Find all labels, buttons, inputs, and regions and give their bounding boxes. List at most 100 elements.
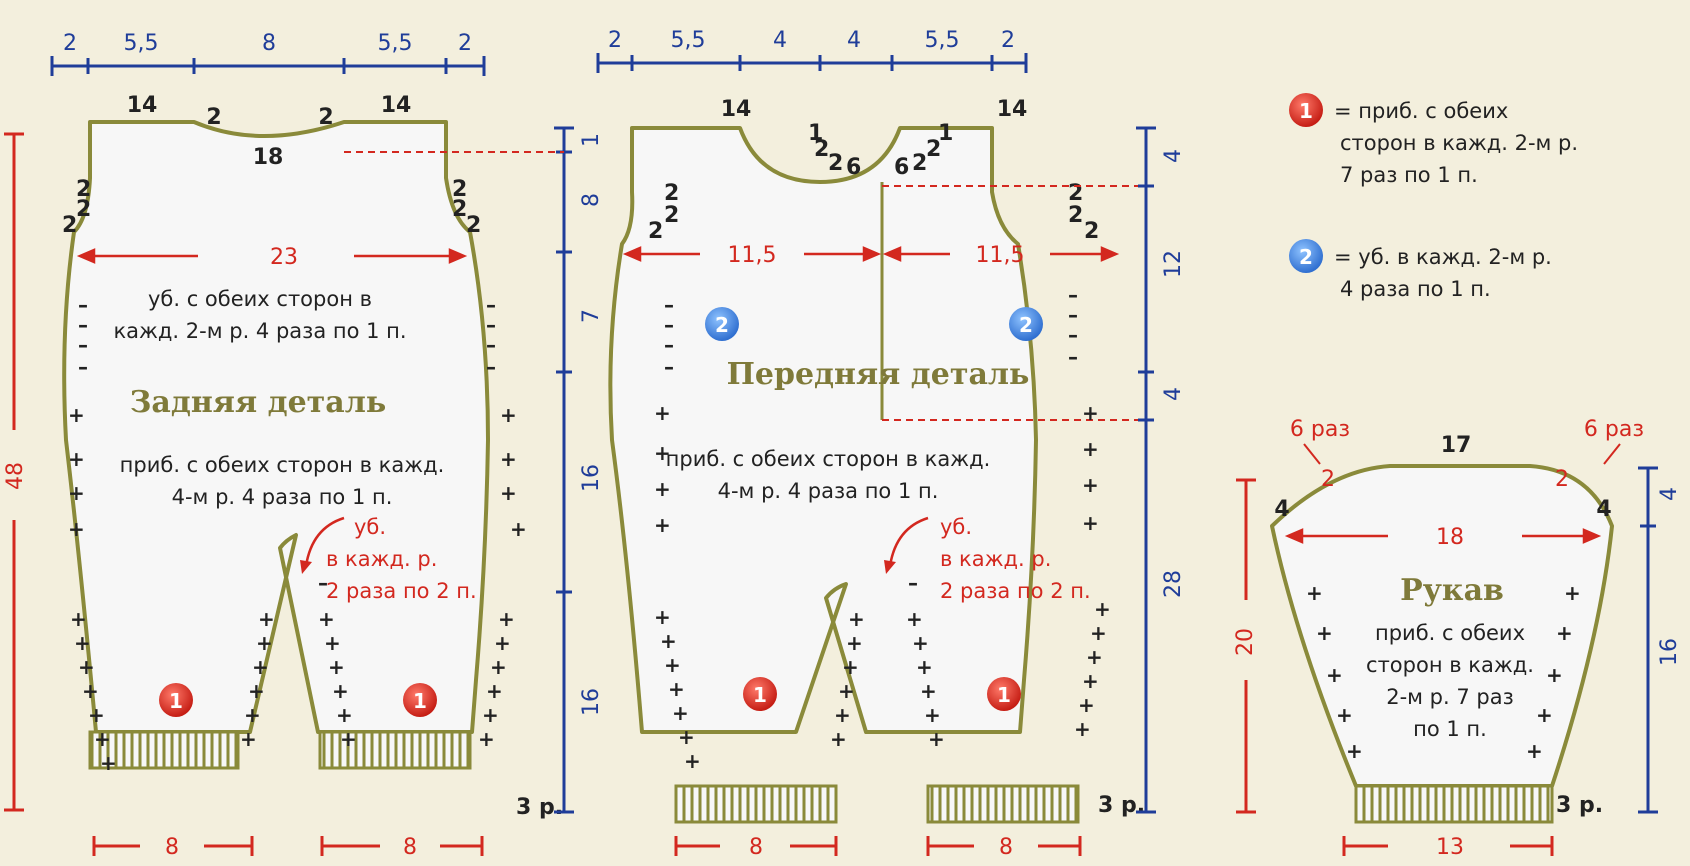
legend-inc-line: 7 раз по 1 п. — [1340, 163, 1478, 187]
svg-text:+: + — [1316, 621, 1333, 645]
svg-text:+: + — [928, 727, 945, 751]
front-neck-right: 1 — [938, 121, 953, 146]
front-dec-marks: –––– –––– — [664, 283, 1078, 379]
svg-text:+: + — [68, 403, 85, 427]
back-height: 16 — [579, 464, 604, 492]
scale-label: 4 — [773, 28, 787, 53]
svg-text:+: + — [486, 679, 503, 703]
svg-text:+: + — [1086, 645, 1103, 669]
scale-label: 5,5 — [378, 31, 413, 56]
svg-text:+: + — [94, 727, 111, 751]
back-rib-rows: 3 р. — [516, 795, 563, 820]
scale-label: 2 — [63, 31, 77, 56]
svg-text:–: – — [78, 333, 88, 357]
svg-text:+: + — [70, 607, 87, 631]
sleeve-top: 17 — [1441, 433, 1472, 458]
front-inc-text-2: 4-м р. 4 раза по 1 п. — [718, 479, 939, 503]
svg-text:+: + — [678, 725, 695, 749]
svg-text:+: + — [256, 631, 273, 655]
svg-text:+: + — [846, 631, 863, 655]
back-width: 23 — [270, 245, 298, 270]
front-inc-marks: ++++ ++++ +++++++ ++++++ ++++++ ++++++ — [654, 401, 1111, 773]
scale-label: 8 — [262, 31, 276, 56]
svg-text:+: + — [654, 401, 671, 425]
sleeve-width: 18 — [1436, 525, 1464, 550]
svg-text:+: + — [332, 679, 349, 703]
svg-text:+: + — [654, 441, 671, 465]
legend-marker-inc: 1 — [1289, 93, 1323, 127]
svg-text:–: – — [1068, 283, 1078, 307]
front-neck-left: 6 — [846, 155, 861, 180]
back-rib-right — [318, 730, 472, 770]
back-marker-right: 1 — [403, 683, 437, 717]
svg-text:+: + — [258, 607, 275, 631]
back-armhole-right: 2 — [466, 213, 481, 238]
front-rib-left — [674, 784, 838, 824]
front-title: Передняя деталь — [727, 357, 1030, 392]
front-armhole-left: 2 — [664, 203, 679, 228]
svg-text:–: – — [664, 333, 674, 357]
svg-text:–: – — [908, 571, 918, 595]
svg-text:+: + — [654, 513, 671, 537]
back-dec-text-2: кажд. 2-м р. 4 раза по 1 п. — [113, 319, 406, 343]
svg-text:+: + — [848, 607, 865, 631]
svg-text:+: + — [248, 679, 265, 703]
svg-text:+: + — [244, 703, 261, 727]
svg-text:+: + — [1078, 693, 1095, 717]
back-armhole-left: 2 — [76, 197, 91, 222]
back-rib-left — [88, 730, 240, 770]
sleeve-height-left: 20 — [1233, 628, 1258, 656]
front-height: 4 — [1161, 149, 1186, 163]
front-neck-right: 2 — [912, 151, 927, 176]
svg-text:+: + — [328, 655, 345, 679]
front-half-width-left: 11,5 — [728, 243, 777, 268]
sleeve-height-left-scale — [1236, 478, 1256, 814]
svg-text:+: + — [654, 605, 671, 629]
front-crotch-text-2: в кажд. р. — [940, 547, 1051, 571]
svg-text:+: + — [88, 703, 105, 727]
back-crotch-text-3: 2 раза по 2 п. — [326, 579, 477, 603]
front-marker-inc-right: 1 — [987, 677, 1021, 711]
svg-text:+: + — [68, 447, 85, 471]
svg-text:–: – — [664, 293, 674, 317]
svg-text:+: + — [318, 607, 335, 631]
front-crotch-text-3: 2 раза по 2 п. — [940, 579, 1091, 603]
svg-text:+: + — [924, 703, 941, 727]
sleeve-height-right-scale — [1638, 466, 1658, 814]
svg-text:+: + — [834, 703, 851, 727]
front-leg-scale-right — [926, 836, 1082, 856]
sleeve-height-right: 16 — [1657, 638, 1682, 666]
svg-text:+: + — [482, 703, 499, 727]
front-leg-right: 8 — [999, 835, 1013, 860]
back-leg-left: 8 — [165, 835, 179, 860]
svg-text:+: + — [1094, 597, 1111, 621]
svg-text:+: + — [660, 629, 677, 653]
back-width-arrow — [76, 248, 468, 264]
sleeve-outline — [1270, 464, 1614, 788]
back-title: Задняя деталь — [130, 385, 386, 420]
front-width-arrows — [622, 246, 1120, 262]
svg-text:+: + — [906, 607, 923, 631]
svg-text:+: + — [1082, 473, 1099, 497]
sleeve-cuff: 13 — [1436, 835, 1464, 860]
svg-text:–: – — [1068, 303, 1078, 327]
back-inc-marks: ++++ ++++ +++++++ ++++++ ++++++ ++++++ — [68, 403, 527, 775]
back-height: 7 — [579, 309, 604, 323]
back-leg-scale-right — [320, 836, 484, 856]
back-armhole-right: 2 — [452, 177, 467, 202]
back-crotch-text-1: уб. — [354, 515, 386, 539]
svg-text:–: – — [486, 313, 496, 337]
sleeve-title: Рукав — [1400, 573, 1504, 608]
svg-text:–: – — [664, 355, 674, 379]
back-height-scale — [4, 132, 24, 812]
svg-text:+: + — [684, 749, 701, 773]
svg-text:+: + — [664, 653, 681, 677]
front-shoulder-right: 14 — [997, 97, 1028, 122]
sleeve-height-right-top: 4 — [1657, 487, 1682, 501]
svg-text:1: 1 — [413, 689, 427, 713]
scale-label: 2 — [608, 28, 622, 53]
svg-text:+: + — [1346, 739, 1363, 763]
svg-text:1: 1 — [997, 683, 1011, 707]
svg-text:+: + — [252, 655, 269, 679]
back-inc-text-1: приб. с обеих сторон в кажд. — [120, 453, 445, 477]
